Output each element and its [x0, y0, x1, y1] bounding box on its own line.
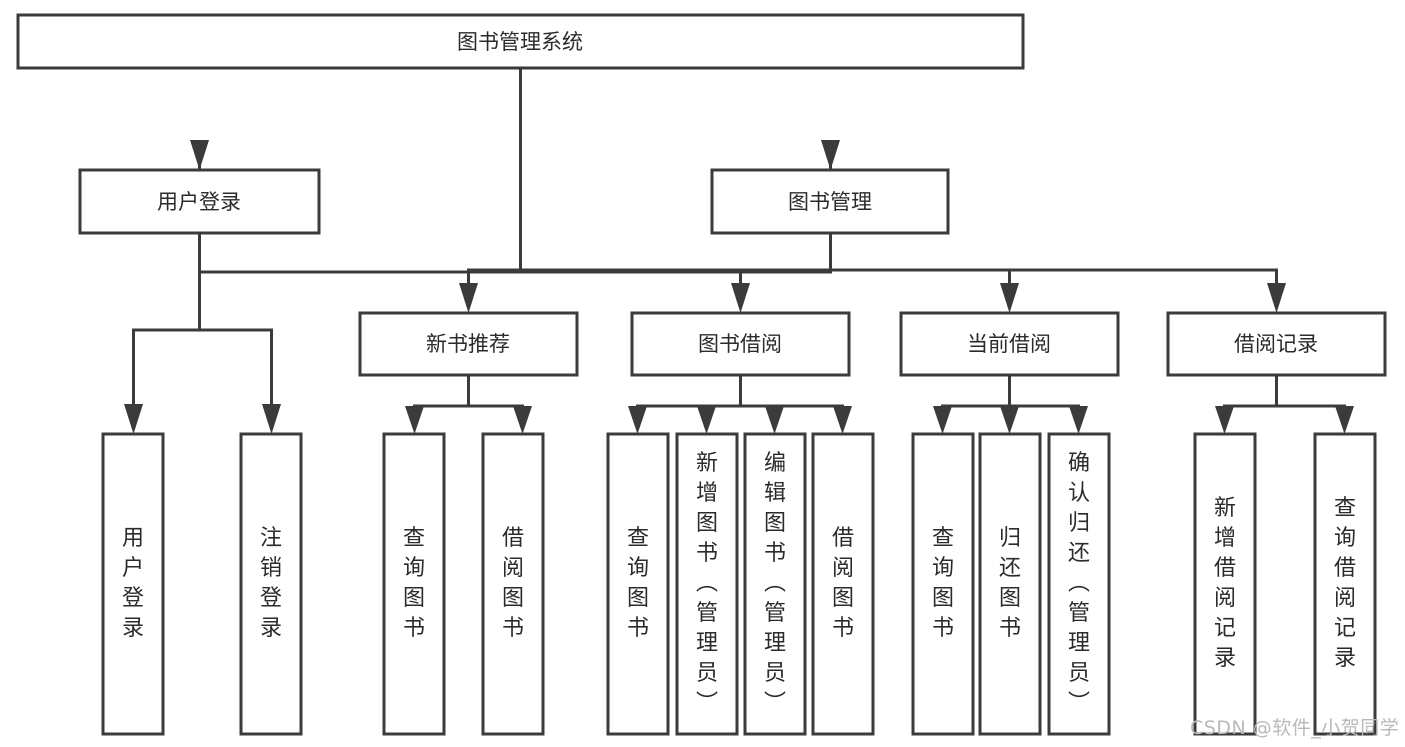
arrowhead-leaf-borrow-book-1 — [513, 406, 532, 434]
leaf-node-box[interactable] — [606, 432, 670, 736]
arrowhead-leaf-user-logout — [262, 404, 281, 434]
node-user-login-box[interactable] — [78, 168, 321, 235]
leaf-node[interactable]: 借阅图书 — [811, 432, 875, 736]
node-book-manage-label: 图书管理 — [788, 190, 872, 214]
leaf-node-label: 查询图书 — [627, 526, 649, 641]
leaf-node-box[interactable] — [382, 432, 446, 736]
leaf-node-label: 借阅图书 — [832, 526, 854, 641]
connector-group-borrow-record — [1215, 373, 1354, 434]
arrowhead-leaf-query-book-2 — [628, 406, 647, 434]
node-new-book-recommend[interactable]: 新书推荐 — [358, 311, 579, 377]
arrowhead-leaf-query-record — [1335, 406, 1354, 434]
connector-group-book-borrow — [628, 373, 852, 434]
arrowhead-leaf-query-book-1 — [405, 406, 424, 434]
node-borrow-record-label: 借阅记录 — [1234, 332, 1318, 356]
leaf-node-box[interactable] — [911, 432, 975, 736]
leaf-node[interactable]: 注销登录 — [239, 432, 303, 736]
arrowhead-leaf-user-login — [124, 404, 143, 434]
connector-group-user-login — [124, 231, 281, 434]
leaf-node[interactable]: 新增图书︵管理员︶ — [675, 432, 739, 736]
arrowhead-new-book-recommend — [459, 283, 478, 313]
arrowhead-leaf-add-book — [697, 406, 716, 434]
leaf-node-label: 注销登录 — [260, 526, 282, 641]
arrowhead-book-borrow — [731, 283, 750, 313]
leaf-node[interactable]: 借阅图书 — [481, 432, 545, 736]
arrowhead-leaf-query-book-3 — [933, 406, 952, 434]
connector-group-new-book-recommend — [405, 373, 532, 434]
leaf-node-label: 确认归还︵管理员︶ — [1068, 451, 1090, 716]
leaf-node-box[interactable] — [1313, 432, 1377, 736]
arrowhead-leaf-return-book — [1000, 406, 1019, 434]
leaf-node-box[interactable] — [978, 432, 1042, 736]
node-user-login-label: 用户登录 — [157, 190, 241, 214]
node-book-borrow-label: 图书借阅 — [698, 332, 782, 356]
node-root[interactable]: 图书管理系统 — [16, 13, 1025, 70]
arrowhead-book-manage — [821, 140, 840, 170]
leaf-node-box[interactable] — [239, 432, 303, 736]
leaf-node-box[interactable] — [1193, 432, 1257, 736]
node-new-book-recommend-label: 新书推荐 — [426, 332, 510, 356]
leaf-node[interactable]: 查询借阅记录 — [1313, 432, 1377, 736]
arrowhead-leaf-edit-book — [765, 406, 784, 434]
leaf-node[interactable]: 编辑图书︵管理员︶ — [743, 432, 807, 736]
leaf-node-box[interactable] — [1047, 432, 1111, 736]
leaf-node-label: 借阅图书 — [502, 526, 524, 641]
arrowhead-leaf-add-record — [1215, 406, 1234, 434]
node-book-borrow-box[interactable] — [630, 311, 851, 377]
node-root-box[interactable] — [16, 13, 1025, 70]
leaf-node-label: 编辑图书︵管理员︶ — [764, 451, 786, 716]
node-borrow-record[interactable]: 借阅记录 — [1166, 311, 1387, 377]
arrowhead-borrow-record — [1267, 283, 1286, 313]
node-book-borrow[interactable]: 图书借阅 — [630, 311, 851, 377]
leaf-node-layer: 用户登录 注销登录 查询图书 借阅图书 查询图书 新增图书︵管理员︶ 编辑图书︵管理员︶ 借阅… — [101, 432, 1377, 736]
leaf-node[interactable]: 新增借阅记录 — [1193, 432, 1257, 736]
node-current-borrow[interactable]: 当前借阅 — [899, 311, 1120, 377]
leaf-node-label: 查询借阅记录 — [1334, 496, 1356, 671]
leaf-node[interactable]: 归还图书 — [978, 432, 1042, 736]
leaf-node[interactable]: 确认归还︵管理员︶ — [1047, 432, 1111, 736]
leaf-node-label: 查询图书 — [932, 526, 954, 641]
leaf-node[interactable]: 用户登录 — [101, 432, 165, 736]
node-root-label: 图书管理系统 — [457, 30, 583, 54]
leaf-node-box[interactable] — [675, 432, 739, 736]
leaf-node-box[interactable] — [101, 432, 165, 736]
leaf-node-label: 新增图书︵管理员︶ — [696, 451, 718, 716]
leaf-node[interactable]: 查询图书 — [911, 432, 975, 736]
node-current-borrow-label: 当前借阅 — [967, 332, 1051, 356]
arrowhead-current-borrow — [1000, 283, 1019, 313]
arrowhead-leaf-confirm-return — [1069, 406, 1088, 434]
leaf-node[interactable]: 查询图书 — [606, 432, 670, 736]
leaf-node-label: 新增借阅记录 — [1214, 496, 1236, 671]
node-user-login[interactable]: 用户登录 — [78, 168, 321, 235]
leaf-node-box[interactable] — [481, 432, 545, 736]
leaf-node-label: 用户登录 — [122, 526, 144, 641]
leaf-node-box[interactable] — [811, 432, 875, 736]
node-new-book-recommend-box[interactable] — [358, 311, 579, 377]
arrowhead-leaf-borrow-book-2 — [833, 406, 852, 434]
leaf-node-label: 归还图书 — [999, 526, 1021, 641]
leaf-node-label: 查询图书 — [403, 526, 425, 641]
leaf-node[interactable]: 查询图书 — [382, 432, 446, 736]
node-book-manage[interactable]: 图书管理 — [710, 168, 950, 235]
node-book-manage-box[interactable] — [710, 168, 950, 235]
leaf-node-box[interactable] — [743, 432, 807, 736]
node-current-borrow-box[interactable] — [899, 311, 1120, 377]
arrowhead-user-login — [190, 140, 209, 170]
connector-group-book-manage — [459, 231, 1286, 313]
connector-group-current-borrow — [933, 373, 1088, 434]
node-borrow-record-box[interactable] — [1166, 311, 1387, 377]
